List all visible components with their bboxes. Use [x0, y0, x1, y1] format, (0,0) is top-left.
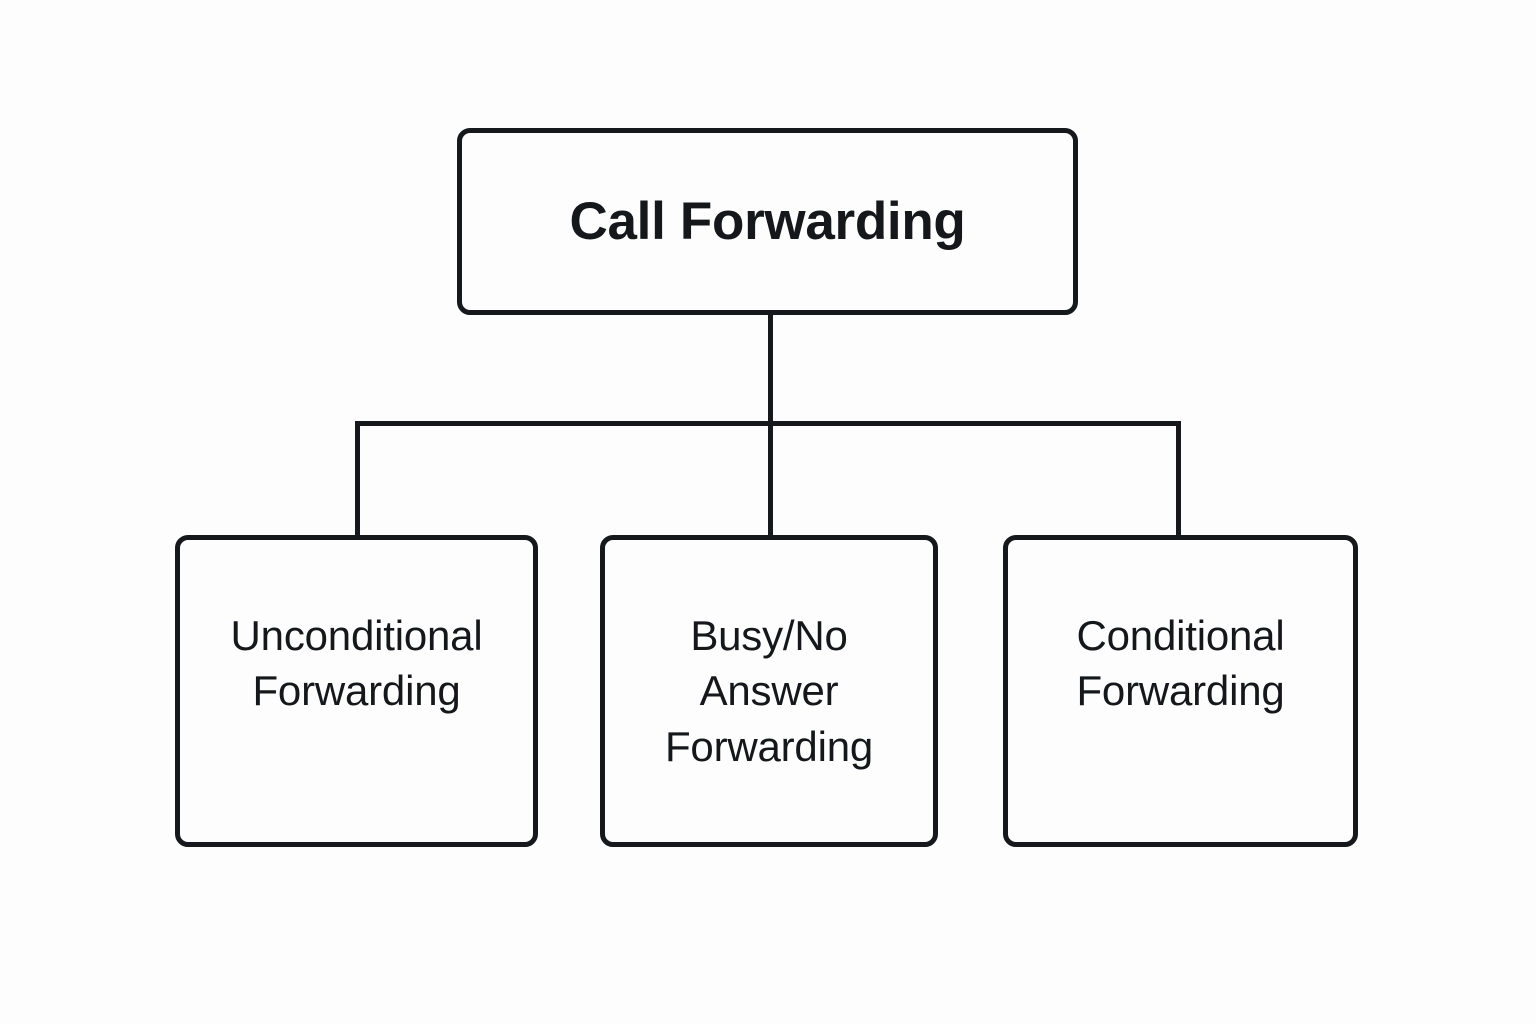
- connector-drop-unconditional-forwarding: [355, 421, 360, 537]
- node-label-busy-no-answer-forwarding: Busy/No Answer Forwarding: [664, 612, 874, 770]
- node-conditional-forwarding[interactable]: Conditional Forwarding: [1003, 535, 1358, 847]
- node-unconditional-forwarding[interactable]: Unconditional Forwarding: [175, 535, 538, 847]
- node-label-conditional-forwarding: Conditional Forwarding: [1076, 612, 1285, 715]
- connector-root-trunk: [768, 313, 773, 426]
- node-label-unconditional-forwarding: Unconditional Forwarding: [230, 612, 483, 715]
- connector-drop-conditional-forwarding: [1176, 421, 1181, 537]
- node-call-forwarding[interactable]: Call Forwarding: [457, 128, 1078, 315]
- node-label-call-forwarding: Call Forwarding: [569, 191, 966, 251]
- connector-drop-busy-no-answer-forwarding: [768, 421, 773, 537]
- node-busy-no-answer-forwarding[interactable]: Busy/No Answer Forwarding: [600, 535, 938, 847]
